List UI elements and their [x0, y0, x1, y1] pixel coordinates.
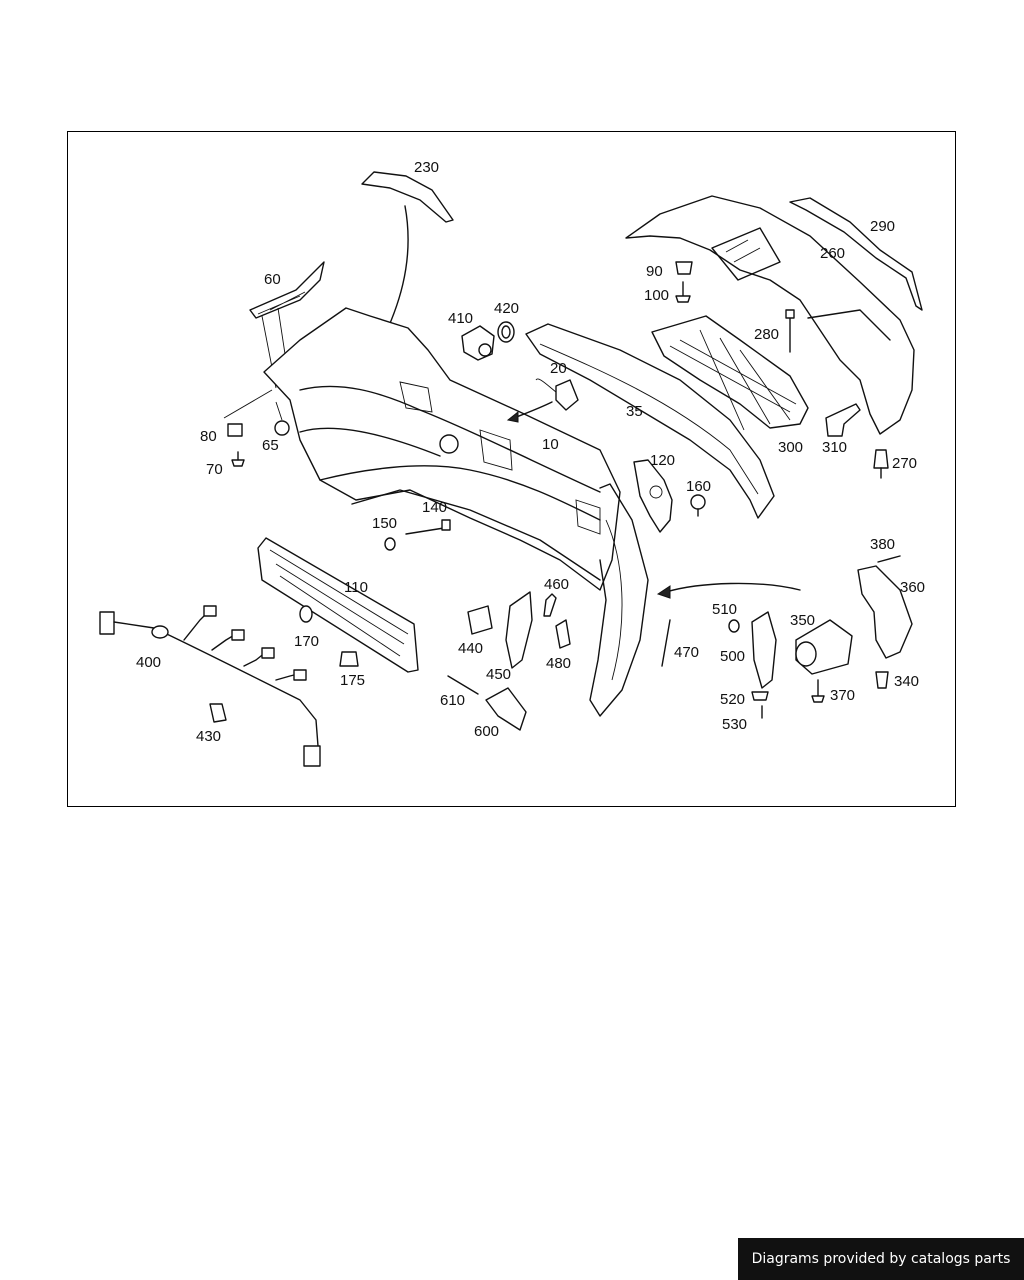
label-520: 520 — [720, 691, 745, 708]
label-35: 35 — [626, 403, 643, 420]
label-65: 65 — [262, 437, 279, 454]
part-270-clip — [873, 449, 889, 479]
part-labels: 230 60 80 65 70 410 420 20 35 10 90 100 … — [136, 159, 925, 745]
part-110-absorber — [257, 537, 419, 673]
label-90: 90 — [646, 263, 663, 280]
label-160: 160 — [686, 478, 711, 495]
label-610: 610 — [440, 692, 465, 709]
part-350-housing — [656, 582, 853, 675]
label-530: 530 — [722, 716, 747, 733]
label-350: 350 — [790, 612, 815, 629]
label-70: 70 — [206, 461, 223, 478]
part-120-bracket — [633, 459, 673, 533]
label-140: 140 — [422, 499, 447, 516]
label-370: 370 — [830, 687, 855, 704]
part-410-sensor — [461, 325, 495, 361]
part-310-bracket — [825, 403, 861, 437]
part-290-strip — [789, 197, 923, 311]
label-380: 380 — [870, 536, 895, 553]
label-175: 175 — [340, 672, 365, 689]
part-380-pin — [877, 555, 901, 563]
part-80-nut — [223, 389, 273, 437]
label-480: 480 — [546, 655, 571, 672]
part-600-trim — [485, 687, 527, 731]
label-80: 80 — [200, 428, 217, 445]
part-430-connector — [209, 703, 227, 723]
label-420: 420 — [494, 300, 519, 317]
label-460: 460 — [544, 576, 569, 593]
label-270: 270 — [892, 455, 917, 472]
label-120: 120 — [650, 452, 675, 469]
part-70-screw — [231, 451, 245, 467]
part-420-ring — [497, 321, 515, 343]
part-35-lower-trim — [525, 323, 775, 519]
label-470: 470 — [674, 644, 699, 661]
part-160-clip — [690, 494, 706, 517]
label-300: 300 — [778, 439, 803, 456]
label-230: 230 — [414, 159, 439, 176]
label-170: 170 — [294, 633, 319, 650]
label-440: 440 — [458, 640, 483, 657]
part-500-bracket — [751, 611, 777, 689]
part-150-washer — [384, 537, 396, 551]
label-100: 100 — [644, 287, 669, 304]
label-430: 430 — [196, 728, 221, 745]
part-140-bolt — [405, 519, 451, 535]
part-360-bracket — [857, 565, 913, 659]
part-280-rivet — [785, 309, 795, 353]
part-450-bracket — [505, 591, 533, 669]
label-500: 500 — [720, 648, 745, 665]
part-90-nut — [675, 261, 693, 275]
label-150: 150 — [372, 515, 397, 532]
part-100-screw — [675, 281, 691, 303]
part-340-clip — [875, 671, 889, 689]
parts-diagram-frame — [67, 131, 956, 807]
part-400-wiring-harness — [99, 605, 321, 767]
label-290: 290 — [870, 218, 895, 235]
part-370-screw — [811, 679, 825, 703]
label-600: 600 — [474, 723, 499, 740]
part-440-module — [467, 605, 493, 635]
label-10: 10 — [542, 436, 559, 453]
label-280: 280 — [754, 326, 779, 343]
label-60: 60 — [264, 271, 281, 288]
part-20-tow-cover — [506, 378, 579, 423]
part-300-frame — [651, 315, 809, 431]
label-510: 510 — [712, 601, 737, 618]
part-510-nut — [728, 619, 740, 633]
part-260-diffuser — [625, 195, 915, 435]
label-400: 400 — [136, 654, 161, 671]
part-470-rod — [661, 619, 671, 667]
label-260: 260 — [820, 245, 845, 262]
credit-banner: Diagrams provided by catalogs parts — [738, 1238, 1024, 1280]
label-310: 310 — [822, 439, 847, 456]
label-340: 340 — [894, 673, 919, 690]
part-480-plate — [555, 619, 571, 649]
label-450: 450 — [486, 666, 511, 683]
part-520-nut — [751, 691, 769, 701]
part-10-bumper-cover — [263, 307, 649, 717]
part-170-nut — [299, 605, 313, 623]
label-410: 410 — [448, 310, 473, 327]
label-20: 20 — [550, 360, 567, 377]
part-610-strip — [447, 675, 479, 695]
part-460-clip — [543, 593, 557, 617]
part-65-clip — [274, 401, 290, 436]
label-360: 360 — [900, 579, 925, 596]
part-175-clip — [339, 651, 359, 667]
label-110: 110 — [344, 579, 368, 596]
